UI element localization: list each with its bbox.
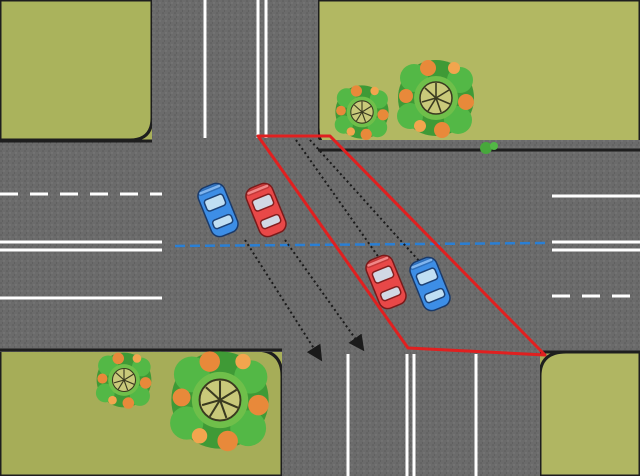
- road-vertical-top: [152, 0, 318, 150]
- grass-bottom-right: [538, 350, 640, 476]
- conflict-zone-outline: [256, 134, 547, 357]
- path-arrows: [244, 139, 421, 362]
- tree-top-small: [334, 84, 390, 141]
- tree-icon: [396, 59, 475, 139]
- tree-bottom-large: [169, 350, 270, 453]
- arrow-icon: [309, 139, 421, 263]
- tree-icon: [169, 350, 270, 453]
- arrow-icon: [284, 239, 365, 352]
- tree-icon: [334, 84, 390, 141]
- tree-icon: [95, 352, 152, 410]
- road-vertical-bottom: [282, 340, 540, 476]
- tree-bottom-small: [95, 352, 152, 410]
- tree-top-large: [396, 59, 475, 139]
- arrow-icon: [244, 239, 323, 362]
- bush-small-top: [480, 142, 498, 154]
- blue-guide-line: [174, 241, 546, 248]
- grass-top-left: [0, 0, 154, 142]
